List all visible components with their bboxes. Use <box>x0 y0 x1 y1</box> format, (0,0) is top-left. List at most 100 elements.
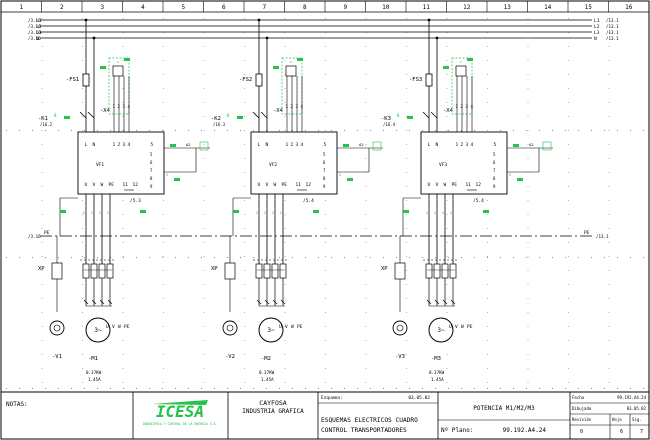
grid-dot <box>292 388 293 389</box>
grid-dot <box>365 382 367 383</box>
cable-id-tag <box>64 116 70 119</box>
grid-dot <box>406 158 407 159</box>
grid-dot <box>527 18 529 19</box>
description-line2: CONTROL TRANSPORTADORES <box>321 427 407 434</box>
grid-dot <box>344 130 345 131</box>
grid-dot <box>325 228 326 229</box>
grid-dot <box>305 130 306 131</box>
grid-dot <box>422 130 423 131</box>
grid-dot <box>6 257 7 258</box>
desc-label: Esquema: <box>321 395 343 401</box>
ruler-number: 1 <box>19 4 23 11</box>
bus-tag-right: L3 <box>594 30 600 36</box>
grid-dot <box>122 46 124 47</box>
grid-dot <box>446 60 448 61</box>
grid-dot <box>163 270 164 271</box>
grid-dot <box>474 257 475 258</box>
encoder-symbol <box>49 320 65 336</box>
terminal-label: -X4 <box>100 108 111 114</box>
grid-dot <box>446 102 448 103</box>
relay-box <box>372 141 382 151</box>
grid-dot <box>446 256 448 257</box>
grid-dot <box>526 388 527 389</box>
grid-dot <box>487 354 488 355</box>
grid-dots <box>6 18 644 389</box>
grid-dot <box>357 388 358 389</box>
motor-pin: PE <box>297 324 303 330</box>
grid-dot <box>344 257 345 258</box>
grid-dot <box>406 354 407 355</box>
cable-mark <box>272 299 278 305</box>
grid-dot <box>203 32 205 33</box>
grid-dot <box>552 257 553 258</box>
motor-label: -M2 <box>261 356 271 362</box>
shield-mark: = <box>117 59 120 64</box>
wire-tag: X <box>83 211 85 215</box>
drive-pin-top: L <box>428 142 431 148</box>
grid-dot <box>643 388 644 389</box>
wire-tag: X <box>166 172 169 177</box>
cable-mark <box>280 299 286 305</box>
motor-pin: V <box>455 324 458 330</box>
grid-dot <box>406 116 407 117</box>
grid-dot <box>244 256 245 257</box>
grid-dot <box>240 130 241 131</box>
plug-connector <box>51 262 63 280</box>
motor-pin: PE <box>467 324 473 330</box>
grid-dot <box>396 130 397 131</box>
drive-side-pin: 5 <box>493 152 496 157</box>
logo-subtitle: INGENIERIA Y CONTROL DE LA ENERGIA S.A. <box>143 422 218 426</box>
grid-dot <box>203 298 205 299</box>
grid-dot <box>82 270 83 271</box>
bus-source-ref: /3.16 <box>28 36 41 41</box>
grid-dot <box>406 340 407 341</box>
grid-dot <box>406 18 407 19</box>
grid-dot <box>365 88 367 89</box>
grid-dot <box>487 242 488 243</box>
grid-dot <box>568 18 569 19</box>
grid-dot <box>266 388 267 389</box>
grid-dot <box>608 298 610 299</box>
grid-dot <box>292 257 293 258</box>
grid-dot <box>325 88 326 89</box>
grid-dot <box>591 388 592 389</box>
grid-dot <box>406 284 407 285</box>
drive-box <box>77 131 165 195</box>
plan-number: 99.192.A4.24 <box>503 427 547 434</box>
grid-dot <box>406 256 407 257</box>
grid-dot <box>284 60 286 61</box>
wire-tag: X <box>426 211 428 215</box>
grid-dot <box>82 46 83 47</box>
grid-dot <box>175 130 176 131</box>
grid-dot <box>446 298 448 299</box>
ruler-number: 15 <box>585 4 593 11</box>
drive-side-pin: 6 <box>150 160 153 165</box>
grid-dot <box>162 130 163 131</box>
plug-label: XP <box>381 266 388 272</box>
grid-dot <box>608 354 610 355</box>
contactor-label: -K2 <box>211 116 221 122</box>
grid-dot <box>383 257 384 258</box>
grid-dot <box>325 270 326 271</box>
wire-tag: X <box>272 211 274 215</box>
grid-dot <box>608 256 610 257</box>
grid-dot <box>325 46 326 47</box>
grid-dot <box>266 130 267 131</box>
drive-pin-top: N <box>93 142 96 148</box>
grid-dot <box>41 144 43 145</box>
encoder-label: -V2 <box>225 354 235 360</box>
grid-dot <box>446 228 448 229</box>
grid-dot <box>406 242 407 243</box>
grid-dot <box>396 257 397 258</box>
grid-dot <box>175 388 176 389</box>
ruler-number: 14 <box>544 4 552 11</box>
terminal-block <box>98 263 106 279</box>
grid-dot <box>41 18 43 19</box>
grid-dot <box>203 18 205 19</box>
cable-id-tag <box>403 210 409 213</box>
grid-dot <box>110 388 111 389</box>
grid-dot <box>203 382 205 383</box>
terminal-block <box>82 263 90 279</box>
grid-dot <box>383 130 384 131</box>
